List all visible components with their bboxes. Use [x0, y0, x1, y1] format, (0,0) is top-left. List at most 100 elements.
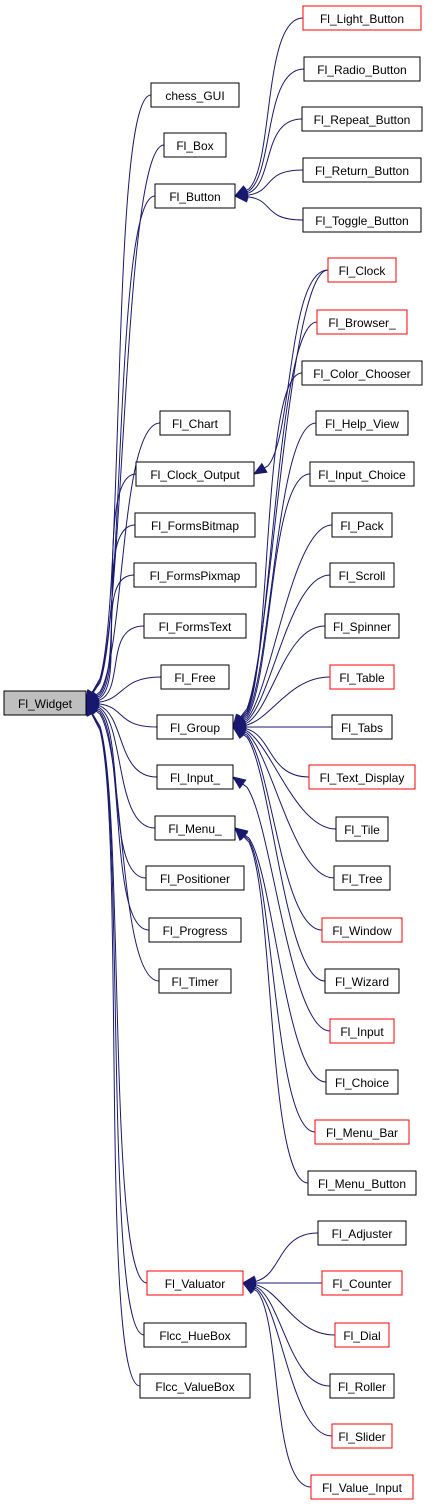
class-node-fl-tree[interactable]: Fl_Tree [333, 865, 391, 891]
class-label: Fl_Scroll [339, 569, 386, 583]
class-label: Fl_Clock_Output [150, 468, 240, 482]
class-box [303, 56, 421, 82]
class-label: Fl_Counter [332, 1277, 391, 1291]
class-box [321, 917, 403, 943]
class-box [321, 1270, 403, 1296]
class-node-fl-tile[interactable]: Fl_Tile [335, 816, 389, 842]
class-node-fl-formsbitmap[interactable]: Fl_FormsBitmap [134, 512, 256, 538]
class-label: Fl_Input_ [170, 771, 220, 785]
class-node-fl-pack[interactable]: Fl_Pack [331, 512, 393, 538]
class-node-fl-clock[interactable]: Fl_Clock [327, 257, 397, 283]
class-box [148, 917, 242, 943]
class-node-fl-text-display[interactable]: Fl_Text_Display [308, 764, 416, 790]
class-box [160, 664, 230, 690]
class-label: Fl_Widget [18, 697, 73, 711]
class-box [334, 1322, 390, 1348]
class-node-fl-valuator[interactable]: Fl_Valuator [146, 1270, 244, 1296]
class-node-fl-choice[interactable]: Fl_Choice [325, 1069, 399, 1095]
class-node-fl-progress[interactable]: Fl_Progress [148, 917, 242, 943]
class-label: Fl_Box [176, 139, 213, 153]
class-node-fl-formstext[interactable]: Fl_FormsText [143, 613, 247, 639]
class-label: Fl_Help_View [325, 417, 399, 431]
class-node-fl-input-choice[interactable]: Fl_Input_Choice [309, 461, 415, 487]
edge-fl_clock-to-fl_group [232, 269, 329, 729]
class-node-fl-color-chooser[interactable]: Fl_Color_Chooser [301, 360, 423, 386]
class-node-fl-table[interactable]: Fl_Table [329, 664, 395, 690]
class-node-fl-spinner[interactable]: Fl_Spinner [324, 613, 400, 639]
class-label: Fl_Spinner [333, 620, 391, 634]
class-node-fl-adjuster[interactable]: Fl_Adjuster [317, 1220, 407, 1246]
class-label: Fl_Valuator [165, 1277, 225, 1291]
class-node-fl-formspixmap[interactable]: Fl_FormsPixmap [133, 562, 257, 588]
class-node-fl-clock-output[interactable]: Fl_Clock_Output [135, 461, 255, 487]
class-node-fl-dial[interactable]: Fl_Dial [334, 1322, 390, 1348]
class-node-fl-input-[interactable]: Fl_Input_ [156, 764, 234, 790]
class-node-fl-toggle-button[interactable]: Fl_Toggle_Button [302, 207, 422, 233]
class-box [143, 1322, 247, 1348]
class-node-flcc-huebox[interactable]: Flcc_HueBox [143, 1322, 247, 1348]
class-node-fl-light-button[interactable]: Fl_Light_Button [302, 5, 422, 31]
edge-fl_toggle_button-to-fl_button [233, 191, 304, 221]
class-node-chess-gui[interactable]: chess_GUI [150, 82, 240, 108]
class-box [335, 816, 389, 842]
class-node-fl-button[interactable]: Fl_Button [154, 183, 236, 209]
class-node-fl-window[interactable]: Fl_Window [321, 917, 403, 943]
class-box [146, 1270, 244, 1296]
class-label: Fl_Light_Button [320, 12, 404, 26]
class-box [331, 1423, 393, 1449]
class-label: Fl_Browser_ [328, 316, 396, 330]
class-box [309, 461, 415, 487]
class-label: Fl_Pack [340, 519, 384, 533]
class-node-fl-wizard[interactable]: Fl_Wizard [324, 968, 400, 994]
class-box [325, 1069, 399, 1095]
class-label: Fl_Adjuster [332, 1227, 393, 1241]
class-box [154, 183, 236, 209]
class-label: Fl_Progress [163, 924, 228, 938]
class-node-fl-radio-button[interactable]: Fl_Radio_Button [303, 56, 421, 82]
edge-fl_pack-to-fl_group [231, 524, 333, 728]
class-node-flcc-valuebox[interactable]: Flcc_ValueBox [139, 1373, 251, 1399]
class-node-fl-timer[interactable]: Fl_Timer [158, 968, 232, 994]
class-label: Fl_Menu_Bar [326, 1126, 398, 1140]
class-box [302, 207, 422, 233]
class-node-fl-menu-button[interactable]: Fl_Menu_Button [307, 1170, 417, 1196]
class-node-fl-menu-[interactable]: Fl_Menu_ [154, 815, 236, 841]
class-node-fl-input[interactable]: Fl_Input [329, 1018, 395, 1044]
class-node-fl-value-input[interactable]: Fl_Value_Input [310, 1474, 414, 1500]
class-label: Fl_Dial [343, 1329, 380, 1343]
class-node-fl-counter[interactable]: Fl_Counter [321, 1270, 403, 1296]
edge-fl_slider-to-fl_valuator [241, 1282, 333, 1437]
class-label: Fl_Tree [342, 872, 383, 886]
class-node-fl-repeat-button[interactable]: Fl_Repeat_Button [301, 106, 423, 132]
class-box [302, 5, 422, 31]
class-box [329, 664, 395, 690]
class-label: Fl_Toggle_Button [315, 214, 408, 228]
class-label: Fl_Tabs [341, 721, 383, 735]
edge-fl_repeat_button-to-fl_button [233, 118, 303, 199]
class-box [133, 562, 257, 588]
class-nodes: Fl_Widget chess_GUI Fl_BoxFl_ButtonFl_Char… [3, 5, 423, 1500]
class-node-fl-positioner[interactable]: Fl_Positioner [145, 865, 245, 891]
class-label: Fl_Input [340, 1025, 384, 1039]
class-node-fl-browser-[interactable]: Fl_Browser_ [316, 309, 408, 335]
class-node-fl-scroll[interactable]: Fl_Scroll [329, 562, 395, 588]
class-label: Fl_Timer [172, 975, 219, 989]
class-node-fl-help-view[interactable]: Fl_Help_View [315, 410, 409, 436]
class-label: Fl_Radio_Button [317, 63, 406, 77]
class-box [154, 815, 236, 841]
class-node-fl-group[interactable]: Fl_Group [156, 714, 234, 740]
class-node-fl-return-button[interactable]: Fl_Return_Button [302, 157, 422, 183]
class-node-fl-widget[interactable]: Fl_Widget [3, 690, 87, 716]
inheritance-edges [84, 17, 337, 1488]
class-label: Fl_Menu_Button [318, 1177, 406, 1191]
class-node-fl-free[interactable]: Fl_Free [160, 664, 230, 690]
class-label: Fl_FormsText [159, 620, 232, 634]
edge-flcc_huebox-to-fl_widget [85, 701, 145, 1336]
class-node-fl-menu-bar[interactable]: Fl_Menu_Bar [314, 1119, 410, 1145]
class-node-fl-box[interactable]: Fl_Box [163, 132, 227, 158]
class-node-fl-roller[interactable]: Fl_Roller [329, 1373, 395, 1399]
class-node-fl-tabs[interactable]: Fl_Tabs [331, 714, 393, 740]
class-node-fl-slider[interactable]: Fl_Slider [331, 1423, 393, 1449]
edge-fl_value_input-to-fl_valuator [241, 1282, 312, 1488]
class-node-fl-chart[interactable]: Fl_Chart [159, 410, 231, 436]
